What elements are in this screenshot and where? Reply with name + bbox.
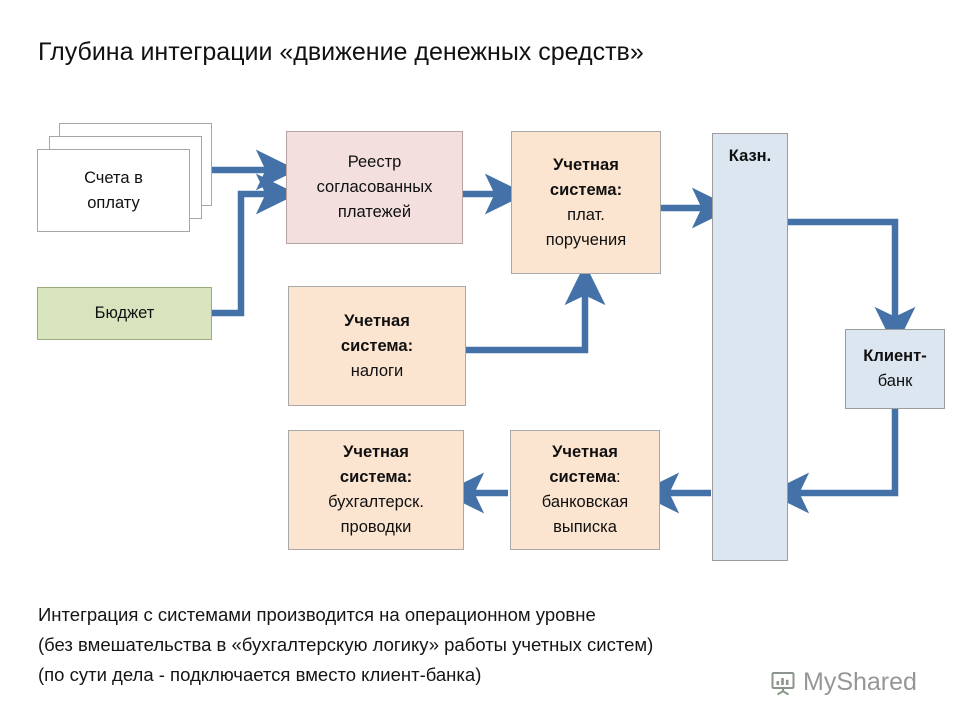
accounting-entries-line3: бухгалтерск.	[328, 493, 424, 511]
caption: Интеграция с системами производится на о…	[38, 600, 838, 690]
registry-label-line1: Реестр	[347, 153, 402, 171]
arrow-taxes-to-payment-orders	[466, 263, 606, 354]
payment-orders-line1: Учетная	[553, 155, 619, 174]
bank-statement-line2: система	[549, 468, 617, 486]
treasury-label: Казн.	[728, 147, 772, 165]
bank-statement-line2-wrap: система:	[549, 465, 620, 490]
treasury-box[interactable]: Казн.	[712, 133, 788, 561]
registry-label-line2: согласованных	[316, 178, 433, 196]
taxes-line1: Учетная	[344, 311, 410, 330]
accounting-entries-line4: проводки	[340, 518, 412, 536]
registry-label-line3: платежей	[337, 203, 412, 221]
bank-statement-line4: выписка	[553, 518, 617, 536]
client-bank-line1: Клиент-	[863, 347, 927, 365]
taxes-box[interactable]: Учетная система: налоги	[288, 286, 466, 406]
accounting-entries-line2: система:	[339, 468, 413, 486]
caption-line-1: Интеграция с системами производится на о…	[38, 604, 596, 625]
registry-box[interactable]: Реестр согласованных платежей	[286, 131, 463, 244]
accounting-entries-line1: Учетная	[343, 443, 409, 461]
payment-orders-line2: система:	[549, 180, 623, 199]
arrow-budget-to-registry	[212, 173, 298, 317]
payment-orders-line3: плат.	[567, 205, 605, 224]
arrow-treasury-to-client-bank	[788, 218, 916, 349]
watermark-text: MyShared	[803, 668, 917, 696]
caption-line-2: (без вмешательства в «бухгалтерскую логи…	[38, 634, 654, 655]
accounting-entries-box[interactable]: Учетная система: бухгалтерск. проводки	[288, 430, 464, 550]
invoices-label-line1: Счета в	[84, 168, 143, 187]
budget-label: Бюджет	[94, 304, 155, 322]
taxes-line3: налоги	[350, 361, 404, 380]
presentation-board-icon	[771, 671, 795, 695]
page-title: Глубина интеграции «движение денежных ср…	[38, 38, 644, 66]
caption-line-3: (по сути дела - подключается вместо клие…	[38, 664, 482, 685]
client-bank-box[interactable]: Клиент- банк	[845, 329, 945, 409]
bank-statement-line3: банковская	[541, 493, 629, 511]
payment-orders-line4: поручения	[545, 230, 627, 249]
payment-orders-box[interactable]: Учетная система: плат. поручения	[511, 131, 661, 274]
client-bank-line2: банк	[877, 372, 913, 390]
taxes-line2: система:	[340, 336, 414, 355]
bank-statement-line2-colon: :	[616, 468, 621, 486]
budget-box[interactable]: Бюджет	[37, 287, 212, 340]
myshared-watermark: MyShared	[770, 668, 917, 697]
arrow-client-bank-to-treasury	[767, 409, 899, 514]
invoices-box[interactable]: Счета в оплату	[37, 149, 190, 232]
bank-statement-box[interactable]: Учетная система: банковская выписка	[510, 430, 660, 550]
bank-statement-line1: Учетная	[552, 443, 618, 461]
invoices-label-line2: оплату	[87, 193, 140, 212]
